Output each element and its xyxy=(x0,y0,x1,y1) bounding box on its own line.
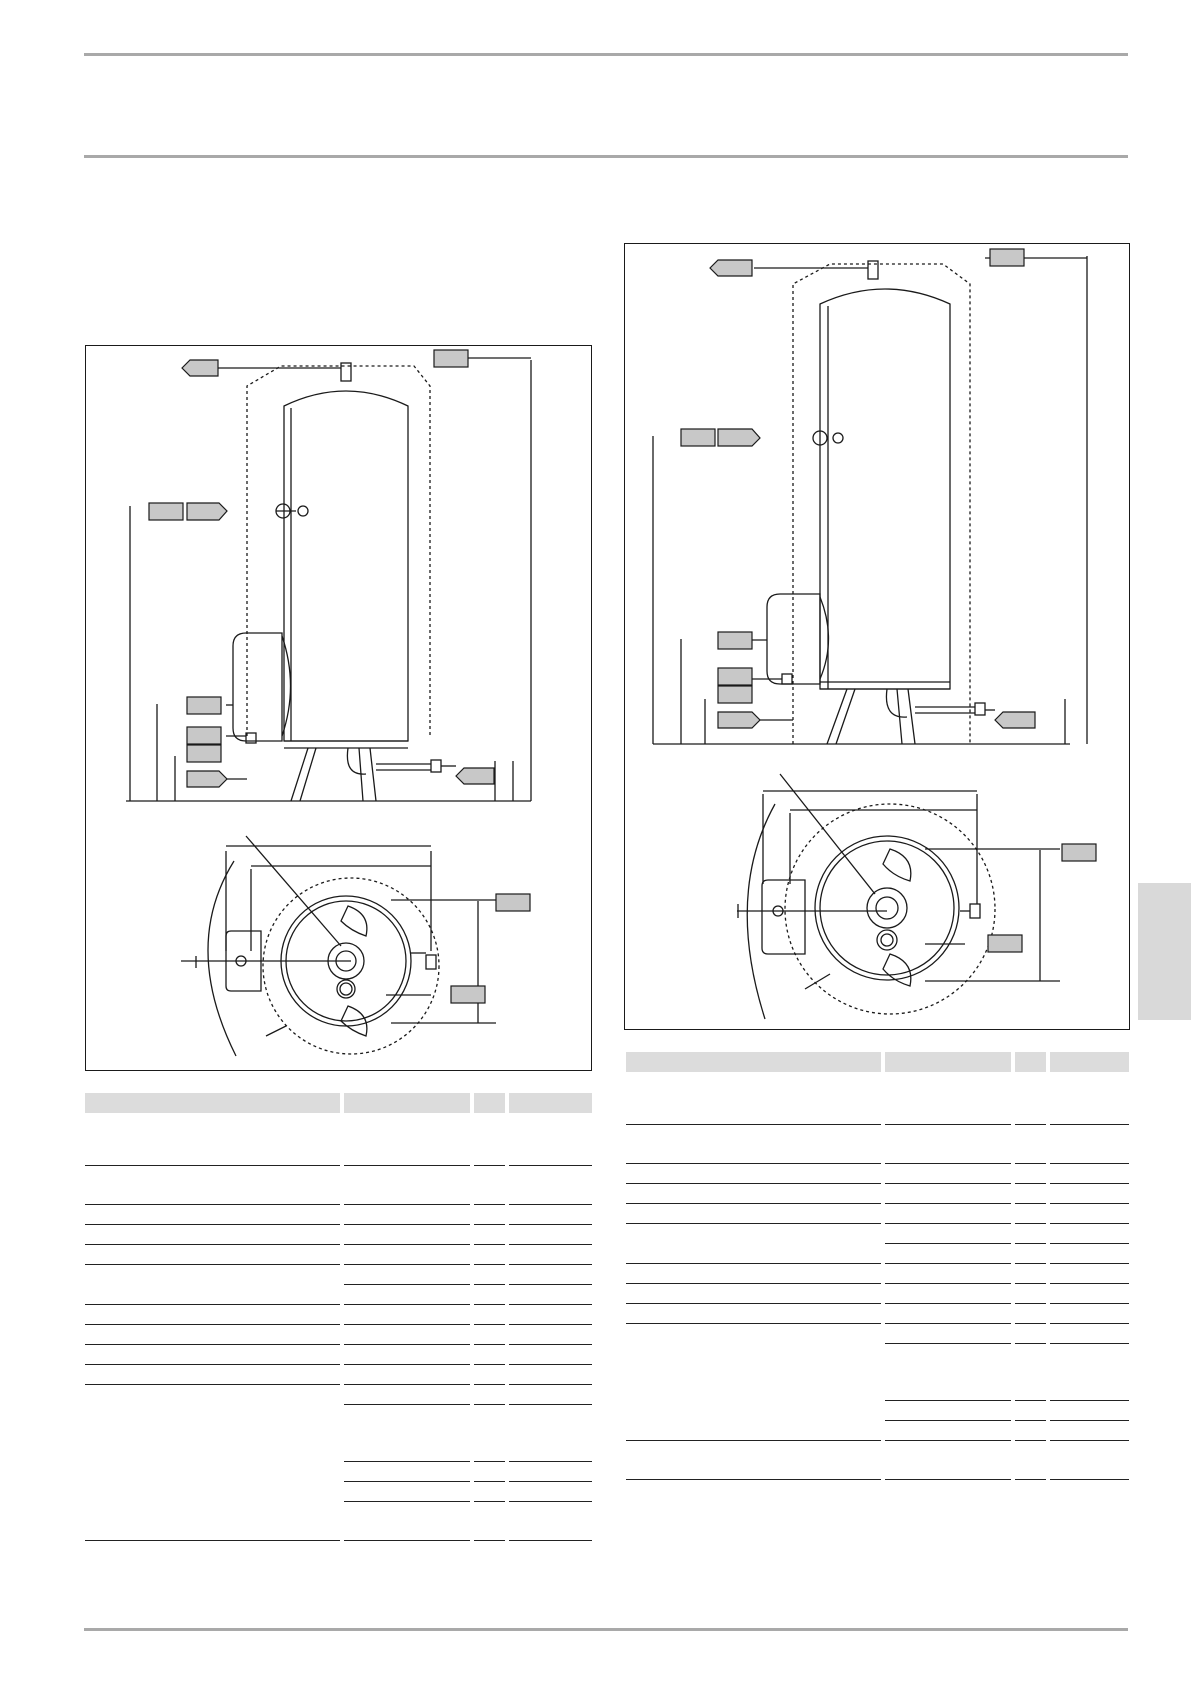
callout-1 xyxy=(709,259,753,277)
callout-4 xyxy=(186,502,228,521)
callout-10 xyxy=(495,893,531,912)
callout-5 xyxy=(717,631,753,650)
table-row xyxy=(85,1285,592,1305)
callout-1 xyxy=(181,359,219,377)
callout-2 xyxy=(989,248,1025,267)
table-row xyxy=(85,1205,592,1225)
callout-9 xyxy=(994,711,1036,729)
table-row xyxy=(85,1166,592,1205)
table-header-cell xyxy=(626,1052,881,1072)
header-rule-bottom xyxy=(84,155,1128,158)
callout-7 xyxy=(186,744,222,763)
table-row xyxy=(626,1072,1129,1125)
table-row xyxy=(626,1421,1129,1441)
table-row xyxy=(85,1225,592,1245)
table-row xyxy=(85,1245,592,1265)
table-row xyxy=(85,1482,592,1502)
callout-10 xyxy=(1061,843,1097,862)
tank-drawing-left xyxy=(126,349,532,1057)
table-row xyxy=(626,1284,1129,1304)
table-row xyxy=(85,1502,592,1541)
table-row xyxy=(626,1125,1129,1164)
table-header-cell xyxy=(344,1093,470,1113)
callout-7 xyxy=(717,685,753,704)
spec-table-left xyxy=(81,1093,596,1541)
dimension-drawing-right xyxy=(624,243,1130,1030)
callout-3 xyxy=(148,502,184,521)
table-row xyxy=(85,1345,592,1365)
callout-2 xyxy=(433,349,469,368)
table-row xyxy=(626,1224,1129,1264)
table-row xyxy=(85,1265,592,1305)
table-row xyxy=(626,1164,1129,1184)
callout-5 xyxy=(186,696,222,715)
table-row xyxy=(626,1441,1129,1480)
table-row xyxy=(626,1344,1129,1401)
spec-table-right xyxy=(622,1052,1133,1480)
dimension-drawing-left xyxy=(85,345,592,1071)
table-row xyxy=(85,1325,592,1345)
table-header-row xyxy=(626,1052,1129,1072)
header-rule-top xyxy=(84,53,1128,56)
table-row xyxy=(85,1305,592,1325)
chapter-side-tab xyxy=(1138,883,1191,1020)
footer-rule xyxy=(84,1628,1128,1631)
callout-6 xyxy=(717,667,753,686)
table-header-cell xyxy=(885,1052,1011,1072)
tank-drawing-right xyxy=(652,248,1097,1020)
table-header-cell xyxy=(85,1093,340,1113)
callout-6 xyxy=(186,726,222,745)
table-header-cell xyxy=(509,1093,592,1113)
table-row xyxy=(626,1264,1129,1284)
table-row xyxy=(626,1244,1129,1264)
callout-8 xyxy=(717,711,761,729)
callout-11 xyxy=(987,934,1023,953)
callout-3 xyxy=(680,428,716,447)
table-row xyxy=(626,1304,1129,1324)
table-header-cell xyxy=(1015,1052,1046,1072)
table-row xyxy=(85,1365,592,1385)
table-row xyxy=(85,1405,592,1462)
table-header-cell xyxy=(474,1093,505,1113)
table-row xyxy=(85,1385,592,1541)
table-header-row xyxy=(85,1093,592,1113)
table-row xyxy=(626,1324,1129,1441)
table-row xyxy=(626,1401,1129,1421)
table-row xyxy=(85,1113,592,1166)
table-header-cell xyxy=(1050,1052,1129,1072)
table-row xyxy=(85,1462,592,1482)
table-row xyxy=(626,1204,1129,1224)
callout-9 xyxy=(455,767,495,785)
table-row xyxy=(626,1184,1129,1204)
callout-8 xyxy=(186,770,228,788)
callout-11 xyxy=(450,985,486,1004)
callout-4 xyxy=(717,428,761,447)
